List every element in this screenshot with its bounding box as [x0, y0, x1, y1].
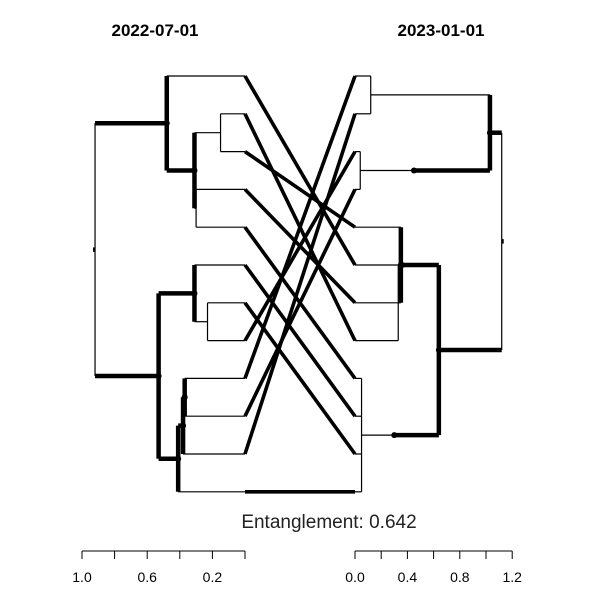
left-axis-tick-label: 0.6	[137, 569, 157, 585]
right-axis-tick-label: 0.4	[398, 569, 418, 585]
entanglement-label: Entanglement: 0.642	[241, 512, 416, 533]
left-node-dot	[175, 455, 182, 462]
connector-line	[243, 150, 357, 229]
right-node-dot	[410, 167, 417, 174]
left-node-dot	[191, 290, 198, 297]
right-axis-tick-label: 0.8	[450, 569, 470, 585]
right-dendrogram	[355, 75, 504, 493]
right-axis-tick-label: 1.2	[502, 569, 522, 585]
connector-line	[243, 75, 357, 266]
right-height-axis: 0.0 0.4 0.8 1.2	[345, 550, 522, 585]
left-dendrogram	[93, 75, 245, 493]
left-height-axis: 1.0 0.6 0.2	[72, 550, 246, 585]
left-node-dot	[163, 120, 170, 127]
right-node-dot	[435, 347, 442, 354]
right-node-dot	[399, 262, 406, 268]
right-axis-tick-label: 0.0	[345, 569, 365, 585]
left-node-dot	[181, 394, 188, 401]
left-axis-tick-label: 0.2	[203, 569, 223, 585]
left-tree-title: 2022-07-01	[112, 21, 199, 40]
connector-line	[243, 75, 357, 380]
right-tree-title: 2023-01-01	[398, 21, 485, 40]
leaf-connectors	[243, 75, 357, 494]
right-node-dot	[391, 432, 398, 439]
left-node-dot	[180, 422, 187, 429]
left-node-dot	[191, 167, 198, 174]
connector-line	[243, 263, 357, 418]
connector-line	[243, 113, 357, 455]
connector-line	[243, 188, 357, 417]
connector-line	[243, 150, 357, 342]
right-node-dot	[486, 129, 493, 136]
left-node-dot	[155, 373, 162, 380]
left-axis-tick-label: 1.0	[72, 569, 92, 585]
